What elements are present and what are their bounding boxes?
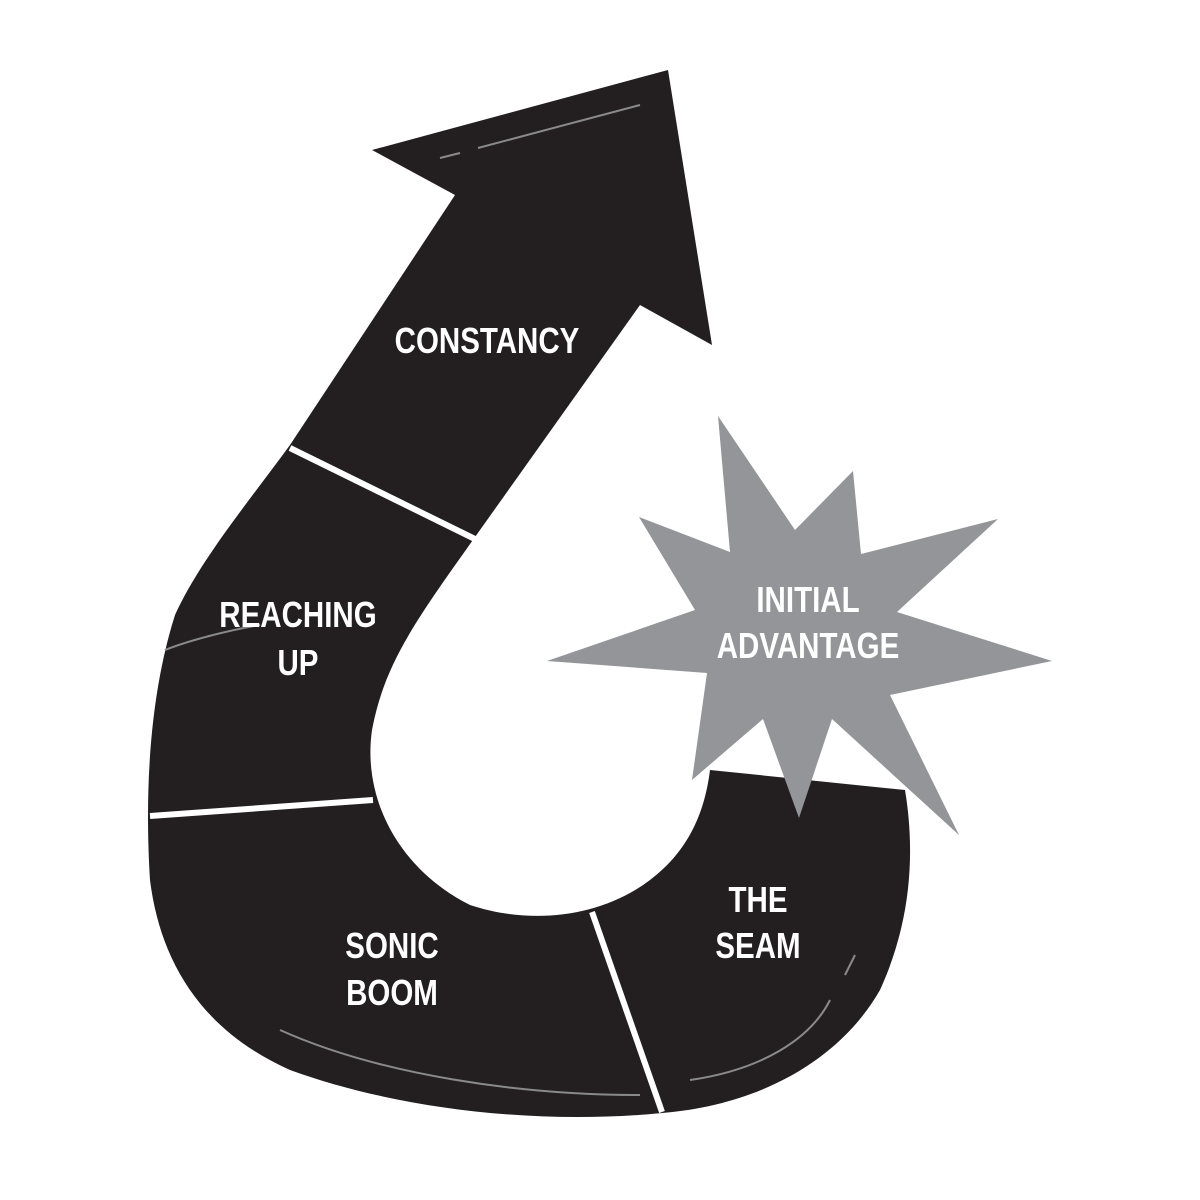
label-constancy: CONSTANCY <box>395 320 580 360</box>
curved-arrow <box>148 70 911 1118</box>
highlight-strokes <box>164 104 856 1096</box>
divider-sonic-seam <box>589 911 665 1113</box>
starburst <box>547 416 1052 835</box>
label-initial: INITIAL <box>756 579 859 619</box>
label-sonic-line1: SONIC <box>345 925 438 965</box>
label-sonic-line2: BOOM <box>346 972 438 1012</box>
label-seam-line2: SEAM <box>715 925 800 965</box>
label-reaching-line2: UP <box>278 642 319 682</box>
label-seam-line1: THE <box>728 879 787 919</box>
label-advantage: ADVANTAGE <box>717 625 900 665</box>
label-reaching-line1: REACHING <box>219 594 376 634</box>
divider-constancy-reaching <box>288 445 479 543</box>
segment-dividers <box>149 445 665 1113</box>
divider-reaching-sonic <box>149 797 374 819</box>
